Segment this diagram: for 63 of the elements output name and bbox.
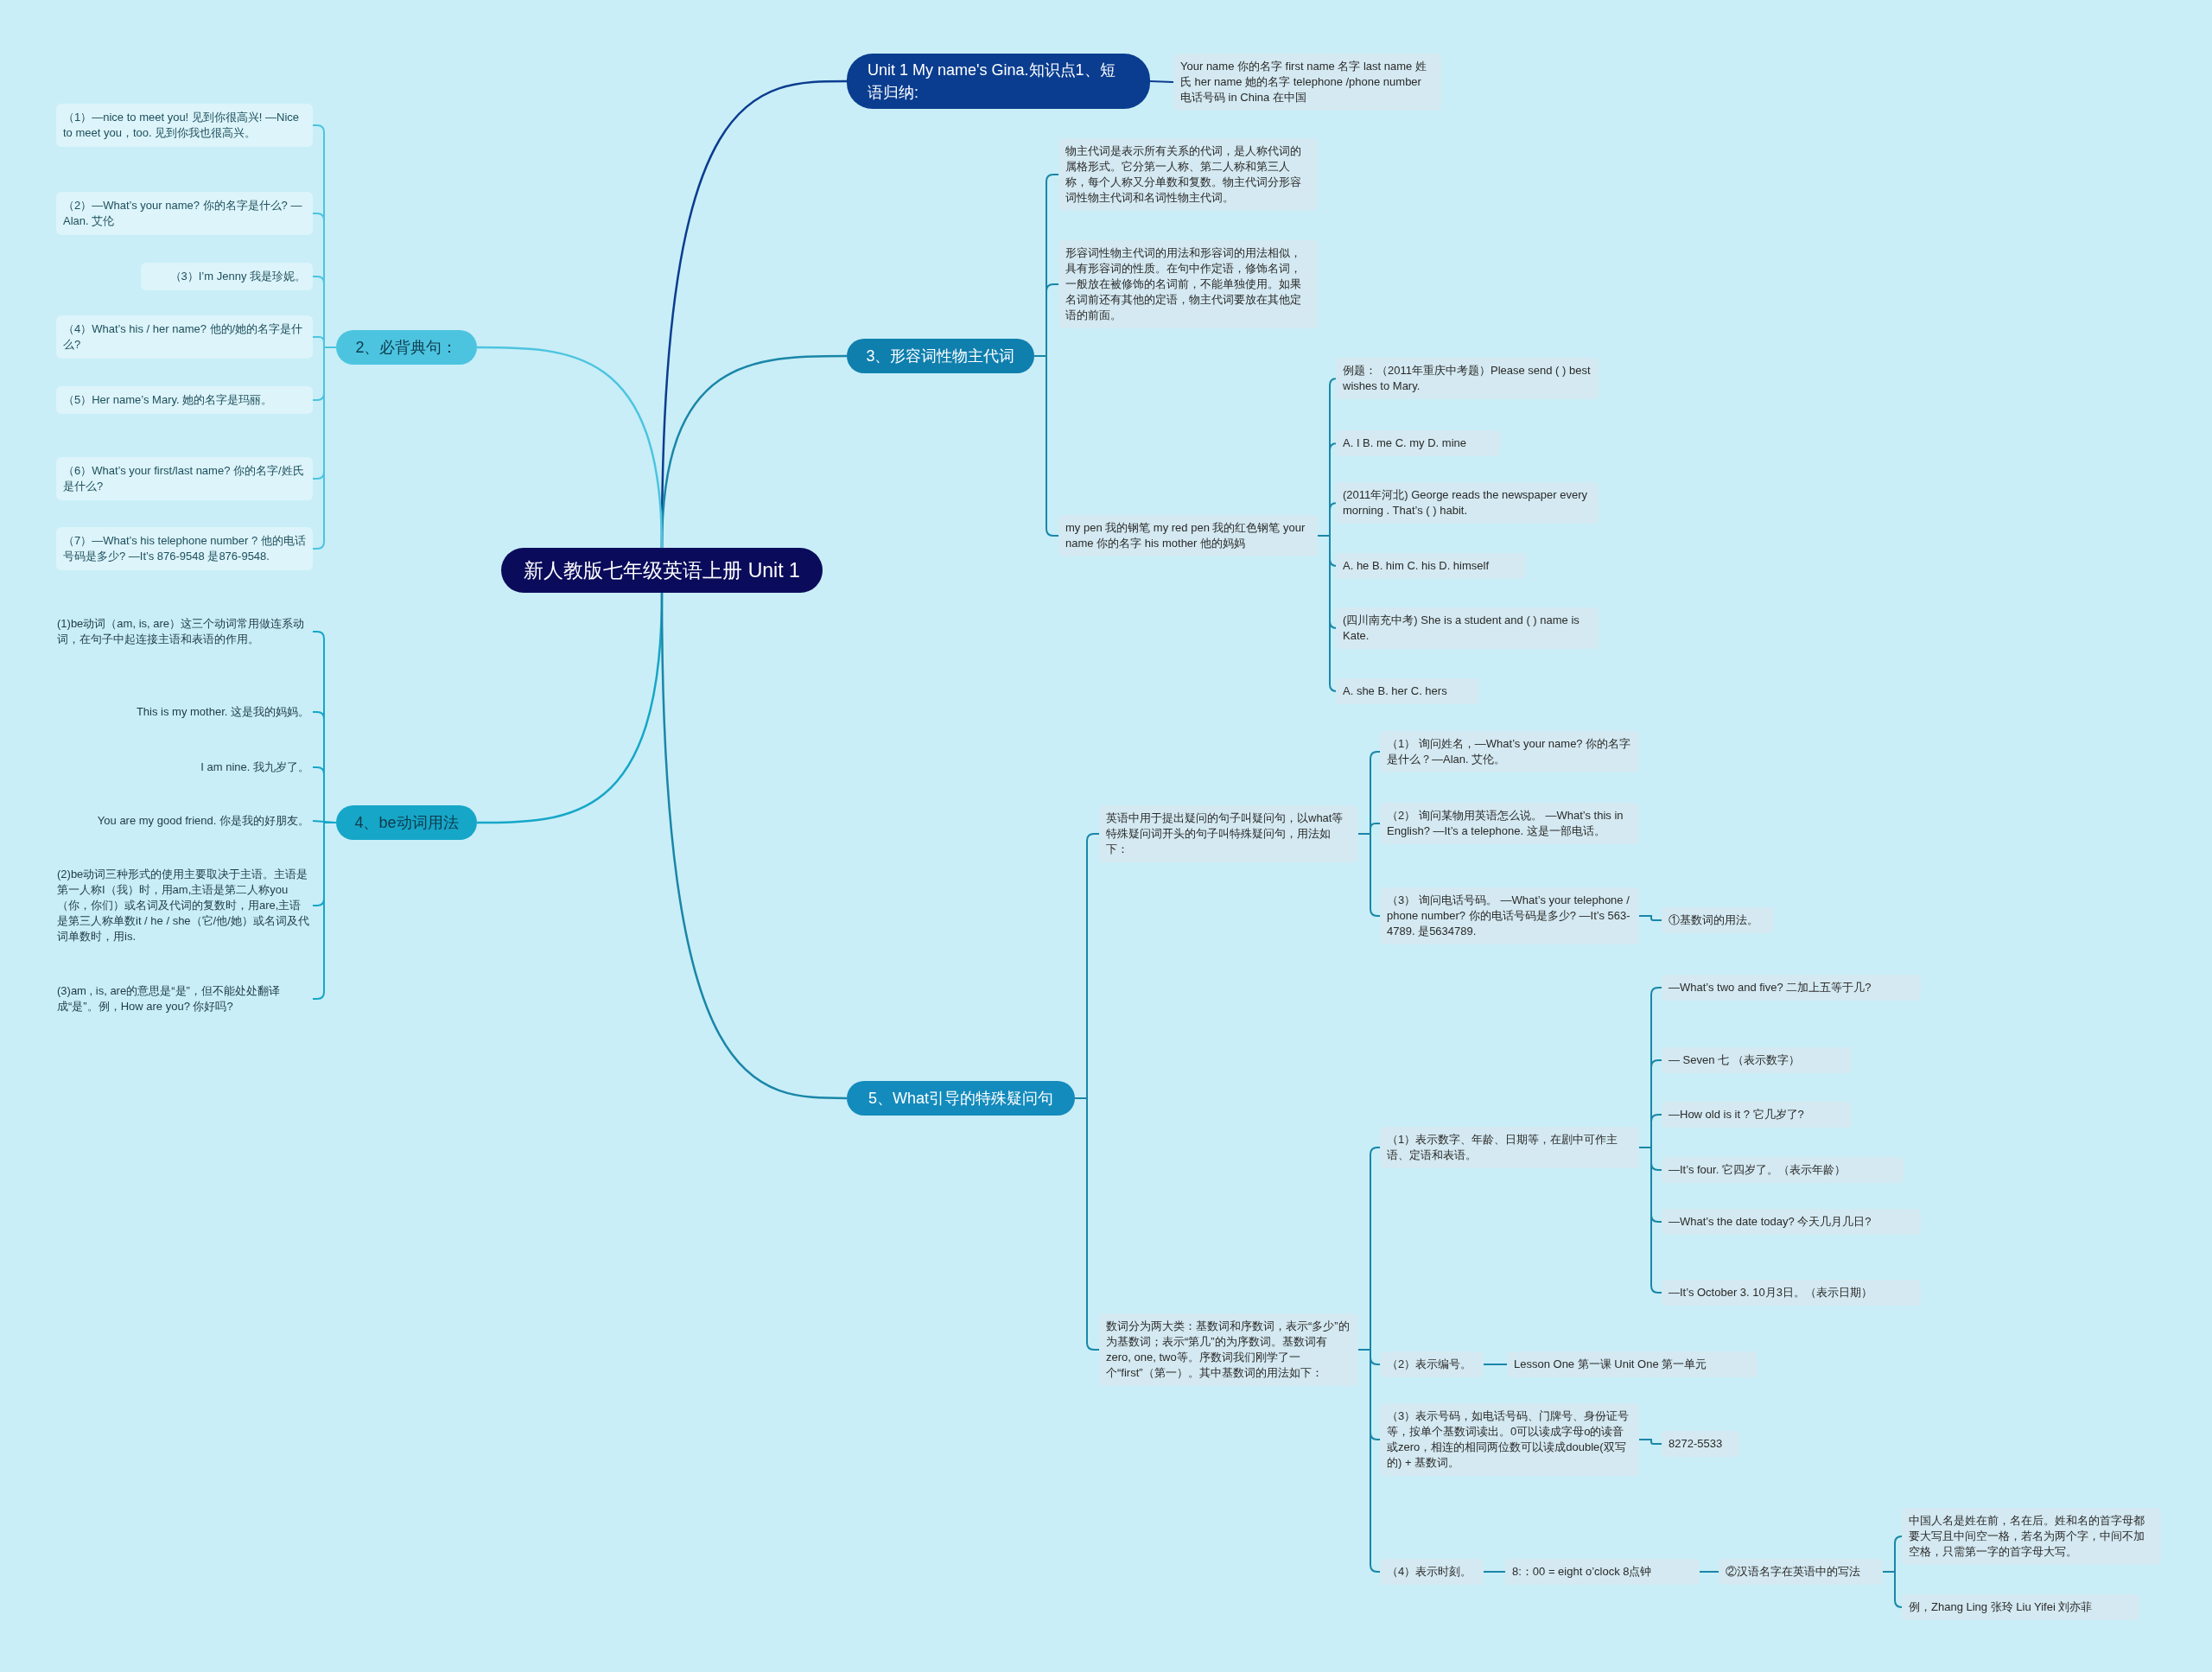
text-card: 8272-5533: [1662, 1431, 1739, 1457]
note-text: (3)am , is, are的意思是“是”，但不能处处翻译成“是”。例，How are you? 你好吗?: [54, 982, 313, 1016]
text-card: （4）表示时刻。: [1380, 1559, 1484, 1585]
connector-line: [1699, 1571, 1719, 1573]
text-card: （4）What’s his / her name? 他的/她的名字是什么?: [56, 315, 313, 359]
text-card: A. he B. him C. his D. himself: [1336, 553, 1526, 579]
text-card: A. she B. her C. hers: [1336, 678, 1478, 704]
text-card: （1）—nice to meet you! 见到你很高兴! —Nice to meet you，too. 见到你我也很高兴。: [56, 104, 313, 147]
text-card: —It’s four. 它四岁了。（表示年龄）: [1662, 1157, 1904, 1183]
text-card: （3） 询问电话号码。 —What’s your telephone / phone number? 你的电话号码是多少? —It’s 563-4789. 是5634789.: [1380, 887, 1639, 944]
connector-line: [1357, 833, 1381, 917]
text-card: Your name 你的名字 first name 名字 last name 姓氏 her name 她的名字 telephone /phone number 电话号码 in China 在中国: [1173, 54, 1441, 111]
text-card: （3）I’m Jenny 我是珍妮。: [141, 263, 313, 290]
text-card: 数词分为两大类：基数词和序数词，表示“多少”的为基数词；表示“第几”的为序数词。基数词有zero, one, two等。序数词我们刚学了一个“first”（第一）。其中基数词的用法如下：: [1099, 1313, 1358, 1386]
note-text: (2)be动词三种形式的使用主要取决于主语。主语是第一人称I（我）时，用am,主语是第二人称you（你，你们）或名词及代词的复数时，用are,主语是第三人称单数it / he / she（它/他/她）或名词及代词单数时，用is.: [54, 865, 313, 946]
text-card: （2）—What’s your name? 你的名字是什么? —Alan. 艾伦: [56, 192, 313, 235]
text-card: ②汉语名字在英语中的写法: [1719, 1559, 1883, 1585]
branch-topic: Unit 1 My name's Gina.知识点1、短语归纳:: [847, 54, 1150, 109]
text-card: (2011年河北) George reads the newspaper every morning . That’s ( ) habit.: [1336, 482, 1599, 524]
text-card: —How old is it ? 它几岁了?: [1662, 1102, 1852, 1128]
connector-line: [1483, 1571, 1506, 1573]
text-card: （2）表示编号。: [1380, 1351, 1484, 1377]
text-card: ①基数词的用法。: [1662, 907, 1774, 933]
text-card: — Seven 七 （表示数字）: [1662, 1047, 1852, 1073]
connector-line: [312, 822, 337, 1000]
text-card: Lesson One 第一课 Unit One 第一单元: [1507, 1351, 1758, 1377]
text-card: my pen 我的钢笔 my red pen 我的红色钢笔 your name 你的名字 his mother 他的妈妈: [1058, 515, 1318, 556]
connector-line: [1149, 80, 1174, 83]
connector-line: [477, 346, 664, 549]
note-text: (1)be动词（am, is, are）这三个动词常用做连系动词，在句子中起连接主语和表语的作用。: [54, 614, 313, 649]
connector-line: [1074, 1097, 1100, 1351]
connector-line: [1638, 1439, 1662, 1445]
branch-topic: 3、形容词性物主代词: [847, 339, 1034, 373]
central-topic: 新人教版七年级英语上册 Unit 1: [501, 548, 823, 593]
text-card: （3）表示号码，如电话号码、门牌号、身份证号等，按单个基数词读出。0可以读成字母o的读音或zero，相连的相同两位数可以读成double(双写的) + 基数词。: [1380, 1403, 1639, 1476]
text-card: （1）表示数字、年龄、日期等，在剧中可作主语、定语和表语。: [1380, 1127, 1639, 1168]
text-card: （2） 询问某物用英语怎么说。 —What’s this in English? —It’s a telephone. 这是一部电话。: [1380, 803, 1639, 844]
branch-topic: 4、be动词用法: [336, 805, 477, 840]
note-text: This is my mother. 这是我的妈妈。: [54, 702, 313, 722]
text-card: （7）—What’s his telephone number ? 他的电话号码是多少? —It’s 876-9548 是876-9548.: [56, 527, 313, 570]
text-card: 例，Zhang Ling 张玲 Liu Yifei 刘亦菲: [1902, 1594, 2139, 1620]
text-card: A. I B. me C. my D. mine: [1336, 430, 1500, 456]
text-card: （5）Her name’s Mary. 她的名字是玛丽。: [56, 386, 313, 414]
connector-line: [660, 592, 847, 1100]
branch-topic: 5、What引导的特殊疑问句: [847, 1081, 1075, 1116]
text-card: —What’s the date today? 今天几月几日?: [1662, 1209, 1921, 1235]
text-card: （1） 询问姓名，—What’s your name? 你的名字是什么？—Alan. 艾伦。: [1380, 731, 1639, 772]
text-card: 英语中用于提出疑问的句子叫疑问句，以what等特殊疑问词开头的句子叫特殊疑问句，用法如下：: [1099, 805, 1358, 862]
text-card: (四川南充中考) She is a student and ( ) name is Kate.: [1336, 607, 1599, 649]
text-card: 8:：00 = eight o’clock 8点钟: [1505, 1559, 1700, 1585]
text-card: 例题：（2011年重庆中考题）Please send ( ) best wishes to Mary.: [1336, 358, 1599, 399]
note-text: I am nine. 我九岁了。: [54, 758, 313, 777]
text-card: （6）What’s your first/last name? 你的名字/姓氏是什么?: [56, 457, 313, 500]
text-card: 中国人名是姓在前，名在后。姓和名的首字母都要大写且中间空一格，若名为两个字，中间不加空格，只需第一字的首字母大写。: [1902, 1508, 2161, 1565]
note-text: You are my good friend. 你是我的好朋友。: [54, 811, 313, 830]
text-card: —What’s two and five? 二加上五等于几?: [1662, 975, 1921, 1001]
connector-line: [1483, 1364, 1508, 1365]
text-card: 形容词性物主代词的用法和形容词的用法相似，具有形容词的性质。在句中作定语，修饰名词，一般放在被修饰的名词前，不能单独使用。如果名词前还有其他的定语，物主代词要放在其他定语的前面。: [1058, 240, 1318, 328]
connector-line: [1638, 915, 1662, 921]
branch-topic: 2、必背典句：: [336, 330, 477, 365]
connector-line: [1357, 1349, 1381, 1573]
text-card: —It’s October 3. 10月3日。（表示日期）: [1662, 1280, 1921, 1306]
text-card: 物主代词是表示所有关系的代词，是人称代词的属格形式。它分第一人称、第二人称和第三人称，每个人称又分单数和复数。物主代词分形容词性物主代词和名词性物主代词。: [1058, 138, 1318, 211]
